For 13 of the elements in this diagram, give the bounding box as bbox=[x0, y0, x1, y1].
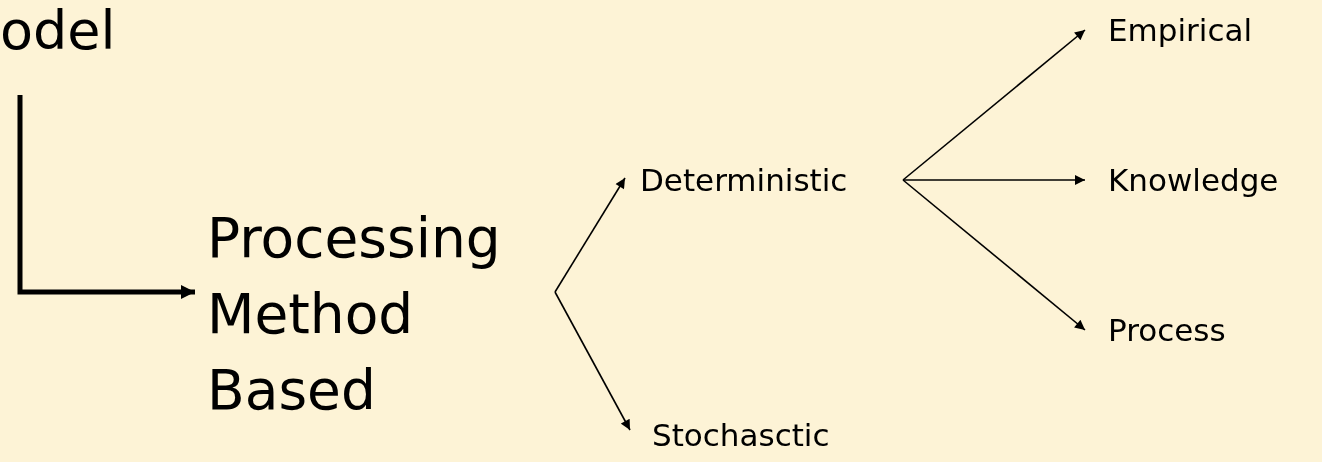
node-label: Knowledge bbox=[1108, 161, 1279, 200]
arrow bbox=[902, 29, 1086, 181]
node-label: Deterministic bbox=[640, 161, 848, 200]
node-label: odel bbox=[0, 0, 116, 62]
node-label: Process bbox=[1108, 311, 1226, 350]
arrow bbox=[902, 175, 1086, 185]
node-label: Processing Method Based bbox=[207, 205, 502, 424]
node-label: Stochasctic bbox=[652, 416, 830, 455]
node-label: Empirical bbox=[1108, 11, 1253, 50]
arrow bbox=[554, 291, 631, 431]
arrow bbox=[17, 95, 195, 299]
arrow bbox=[902, 179, 1086, 331]
arrow bbox=[554, 177, 626, 293]
